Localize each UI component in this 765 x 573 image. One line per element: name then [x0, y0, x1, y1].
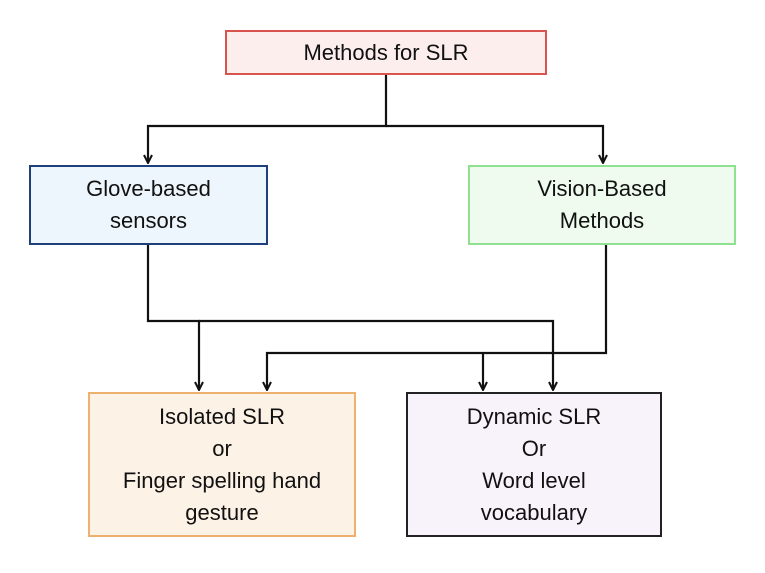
- node-glove-based-sensors: Glove-based sensors: [29, 165, 268, 245]
- node-dynamic-line-1: Dynamic SLR: [466, 403, 602, 429]
- edge-glove-to-isolated: [146, 245, 199, 390]
- node-isolated-slr: Isolated SLR or Finger spelling hand ges…: [88, 392, 356, 537]
- node-dynamic-line-4: vocabulary: [480, 499, 588, 525]
- node-isolated-line-3: Finger spelling hand: [122, 467, 322, 493]
- node-methods-for-slr: Methods for SLR: [225, 30, 547, 75]
- node-vision-based-methods: Vision-Based Methods: [468, 165, 736, 245]
- node-glove-line-2: sensors: [109, 208, 188, 233]
- node-glove-line-1: Glove-based: [86, 176, 211, 201]
- node-dynamic-line-2: Or: [521, 435, 547, 461]
- node-vision-line-1: Vision-Based: [537, 176, 667, 201]
- edge-root-to-vision: [386, 124, 603, 163]
- node-vision-line-2: Methods: [559, 208, 645, 233]
- node-isolated-line-4: gesture: [185, 499, 259, 525]
- node-dynamic-line-3: Word level: [482, 467, 586, 493]
- node-dynamic-slr: Dynamic SLR Or Word level vocabulary: [406, 392, 662, 537]
- node-isolated-line-2: or: [212, 435, 232, 461]
- node-isolated-line-1: Isolated SLR: [159, 403, 285, 429]
- edge-glove-to-dynamic: [199, 319, 553, 390]
- node-root-line-1: Methods for SLR: [303, 39, 469, 65]
- edge-vision-to-isolated: [267, 245, 608, 390]
- edge-root-to-glove: [148, 75, 388, 163]
